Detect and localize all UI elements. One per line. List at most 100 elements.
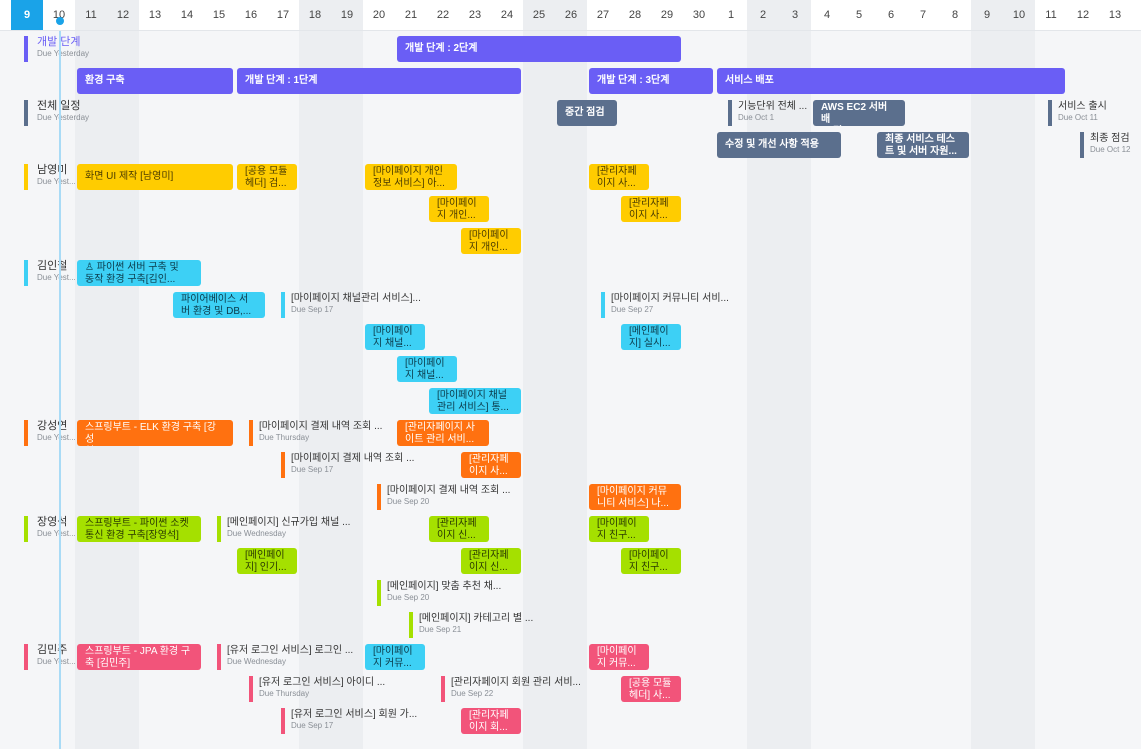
row-label-due: Due Yest...	[37, 273, 76, 282]
task-bar-ny-4[interactable]: [관리자페 이지 사...	[589, 164, 649, 190]
milestone-label: [마이페이지 결제 내역 조회 ...	[291, 453, 415, 464]
day-header-cell: 15	[212, 9, 226, 21]
milestone-ms-km-3[interactable]: [관리자페이지 회원 관리 서비...Due Sep 22	[441, 676, 596, 702]
task-bar-jy-2[interactable]: [관리자페 이지 신...	[429, 516, 489, 542]
task-bar-jy-5[interactable]: [관리자페 이지 신...	[461, 548, 521, 574]
day-header-cell: 1	[727, 9, 735, 21]
milestone-due: Due Sep 21	[419, 625, 462, 634]
milestone-ms-kc-2[interactable]: [마이페이지 커뮤니티 서비...Due Sep 27	[601, 292, 761, 318]
row-label-due: Due Yest...	[37, 433, 76, 442]
milestone-label: 서비스 출시	[1058, 101, 1107, 112]
task-bar-ny-2[interactable]: [공용 모듈 헤더] 검...	[237, 164, 297, 190]
milestone-due: Due Wednesday	[227, 657, 286, 666]
milestone-due: Due Thursday	[259, 689, 310, 698]
day-header-cell: 8	[951, 9, 959, 21]
task-bar-ny-7[interactable]: [마이페이 지 개인...	[461, 228, 521, 254]
task-bar-ny-5[interactable]: [마이페이 지 개인...	[429, 196, 489, 222]
milestone-ms-km-1[interactable]: [유저 로그인 서비스] 로그인 ...Due Wednesday	[217, 644, 372, 670]
milestone-label: [마이페이지 커뮤니티 서비...	[611, 293, 729, 304]
task-bar-kc-3[interactable]: [마이페이 지 채널...	[365, 324, 425, 350]
day-header-cell: 26	[555, 0, 587, 30]
row-label-name: 개발 단계	[37, 36, 81, 48]
milestone-ms-kc-1[interactable]: [마이페이지 채널관리 서비스]...Due Sep 17	[281, 292, 441, 318]
milestone-ms-jy-1[interactable]: [메인페이지] 신규가입 채널 ...Due Wednesday	[217, 516, 372, 542]
milestone-ms-unit[interactable]: 기능단위 전체 ...Due Oct 1	[728, 100, 820, 126]
milestone-due: Due Oct 11	[1058, 113, 1098, 122]
task-bar-midterm-check[interactable]: 중간 점검	[557, 100, 617, 126]
task-bar-km-3[interactable]: [마이페이 지 커뮤...	[589, 644, 649, 670]
milestone-ms-ks-2[interactable]: [마이페이지 결제 내역 조회 ...Due Sep 17	[281, 452, 436, 478]
task-bar-ks-3[interactable]: [관리자페 이지 사...	[461, 452, 521, 478]
task-bar-km-1[interactable]: 스프링부트 - JPA 환경 구 축 [김민주]	[77, 644, 201, 670]
milestone-due: Due Sep 22	[451, 689, 494, 698]
day-header-cell: 13	[148, 9, 162, 21]
day-header-cell: 13	[1108, 9, 1122, 21]
milestone-ms-km-2[interactable]: [유저 로그인 서비스] 아이디 ...Due Thursday	[249, 676, 404, 702]
milestone-due: Due Thursday	[259, 433, 310, 442]
task-bar-phase-1[interactable]: 개발 단계 : 1단계	[237, 68, 521, 94]
milestone-due: Due Sep 20	[387, 593, 430, 602]
row-label-due: Due Yest...	[37, 177, 76, 186]
task-bar-kc-4[interactable]: [메인페이 지] 실시...	[621, 324, 681, 350]
task-bar-env-setup[interactable]: 환경 구축	[77, 68, 233, 94]
task-bar-phase-2[interactable]: 개발 단계 : 2단계	[397, 36, 681, 62]
task-bar-km-2[interactable]: [마이페이 지 커뮤...	[365, 644, 425, 670]
task-bar-ks-2[interactable]: [관리자페이지 사 이트 관리 서비...	[397, 420, 489, 446]
milestone-ms-jy-3[interactable]: [메인페이지] 카테고리 별 ...Due Sep 21	[409, 612, 559, 638]
milestone-ms-ks-1[interactable]: [마이페이지 결제 내역 조회 ...Due Thursday	[249, 420, 404, 446]
milestone-label: [유저 로그인 서비스] 아이디 ...	[259, 677, 386, 688]
day-header-cell: 28	[628, 9, 642, 21]
task-bar-jy-6[interactable]: [마이페이 지 친구...	[621, 548, 681, 574]
task-bar-ny-1[interactable]: 화면 UI 제작 [남영미]	[77, 164, 233, 190]
day-header-cell: 16	[244, 9, 258, 21]
task-bar-service-deploy[interactable]: 서비스 배포	[717, 68, 1065, 94]
row-label-name: 전체 일정	[37, 100, 81, 112]
task-bar-km-4[interactable]: [공용 모듈 헤더] 사...	[621, 676, 681, 702]
task-bar-kc-2[interactable]: 파이어베이스 서 버 환경 및 DB,...	[173, 292, 265, 318]
task-bar-aws-server[interactable]: AWS EC2 서버 배 포 및 AWS RDS...	[813, 100, 905, 126]
task-bar-jy-3[interactable]: [마이페이 지 친구...	[589, 516, 649, 542]
task-bar-ny-3[interactable]: [마이페이지 개인 정보 서비스] 아...	[365, 164, 457, 190]
task-bar-kc-1[interactable]: ♙ 파이썬 서버 구축 및 동작 환경 구축[김인...	[77, 260, 201, 286]
row-label-name: 김인철	[37, 260, 68, 272]
day-header-cell: 12	[107, 0, 139, 30]
task-bar-ks-4[interactable]: [마이페이지 커뮤 니티 서비스] 나...	[589, 484, 681, 510]
day-header-cell: 3	[779, 0, 811, 30]
milestone-ms-ks-3[interactable]: [마이페이지 결제 내역 조회 ...Due Sep 20	[377, 484, 532, 510]
task-bar-ks-1[interactable]: 스프링부트 - ELK 환경 구축 [강성 연]	[77, 420, 233, 446]
day-header-cell: 10	[1003, 0, 1035, 30]
milestone-due: Due Oct 1	[738, 113, 775, 122]
task-bar-kc-5[interactable]: [마이페이 지 채널...	[397, 356, 457, 382]
milestone-ms-jy-2[interactable]: [메인페이지] 맞춤 추천 채...Due Sep 20	[377, 580, 527, 606]
day-header-cell: 19	[331, 0, 363, 30]
task-bar-phase-3[interactable]: 개발 단계 : 3단계	[589, 68, 713, 94]
task-bar-kc-6[interactable]: [마이페이지 채널 관리 서비스] 통...	[429, 388, 521, 414]
day-header-cell: 7	[919, 9, 927, 21]
task-bar-final-test[interactable]: 최종 서비스 테스 트 및 서버 자원...	[877, 132, 969, 158]
day-header-cell: 18	[299, 0, 331, 30]
milestone-ms-km-4[interactable]: [유저 로그인 서비스] 회원 가...Due Sep 17	[281, 708, 436, 734]
milestone-label: 기능단위 전체 ...	[738, 101, 808, 112]
task-bar-jy-1[interactable]: 스프링부트 - 파이썬 소켓 통신 환경 구축[장영석]	[77, 516, 201, 542]
task-bar-fix-improve[interactable]: 수정 및 개선 사항 적용	[717, 132, 841, 158]
day-header-cell: 27	[596, 9, 610, 21]
day-header-cell: 20	[372, 9, 386, 21]
task-bar-km-5[interactable]: [관리자페 이지 회...	[461, 708, 521, 734]
day-header-cell: 11	[1045, 9, 1057, 21]
day-header-cell: 14	[180, 9, 194, 21]
day-header-cell: 4	[823, 9, 831, 21]
task-bar-jy-4[interactable]: [메인페이 지] 인기...	[237, 548, 297, 574]
task-bar-ny-6[interactable]: [관리자페 이지 사...	[621, 196, 681, 222]
weekend-column	[523, 30, 555, 749]
